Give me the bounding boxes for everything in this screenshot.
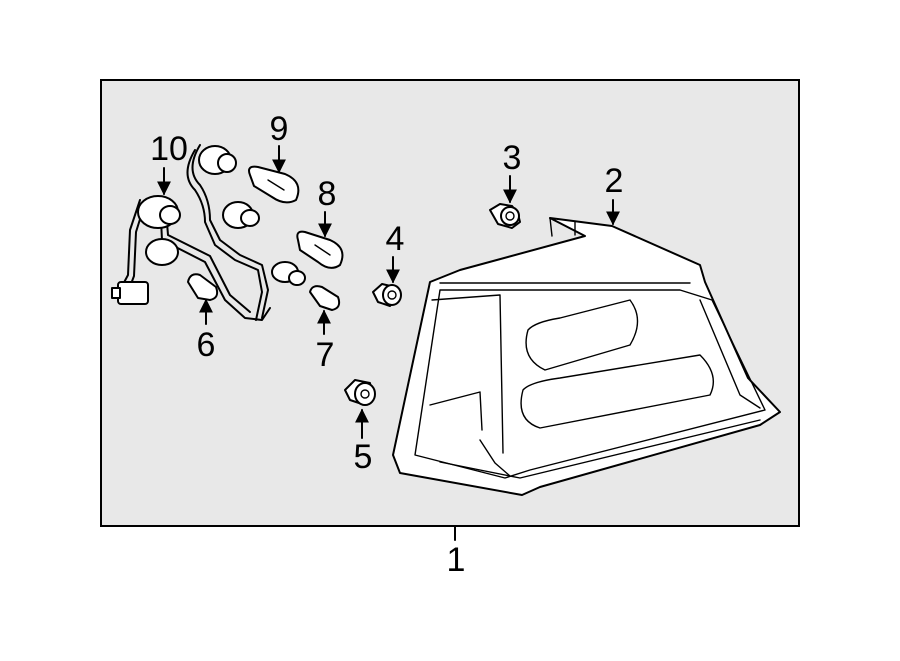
bulb-8 <box>296 230 344 269</box>
callout-9: 9 <box>270 110 289 148</box>
callout-8: 8 <box>318 175 337 213</box>
fastener-3 <box>489 203 521 229</box>
wiring-harness <box>111 144 306 321</box>
bulb-9 <box>248 165 300 204</box>
fastener-5 <box>344 379 376 406</box>
callout-7: 7 <box>316 336 335 374</box>
callout-5: 5 <box>354 438 373 476</box>
callout-3: 3 <box>503 139 522 177</box>
callout-4: 4 <box>386 220 405 258</box>
callout-10: 10 <box>150 130 188 168</box>
callout-2: 2 <box>605 162 624 200</box>
small-bulb-7 <box>309 285 341 311</box>
fastener-4 <box>372 283 402 307</box>
callout-6: 6 <box>197 326 216 364</box>
tail-lamp-housing <box>392 217 781 496</box>
callout-1: 1 <box>447 541 466 579</box>
